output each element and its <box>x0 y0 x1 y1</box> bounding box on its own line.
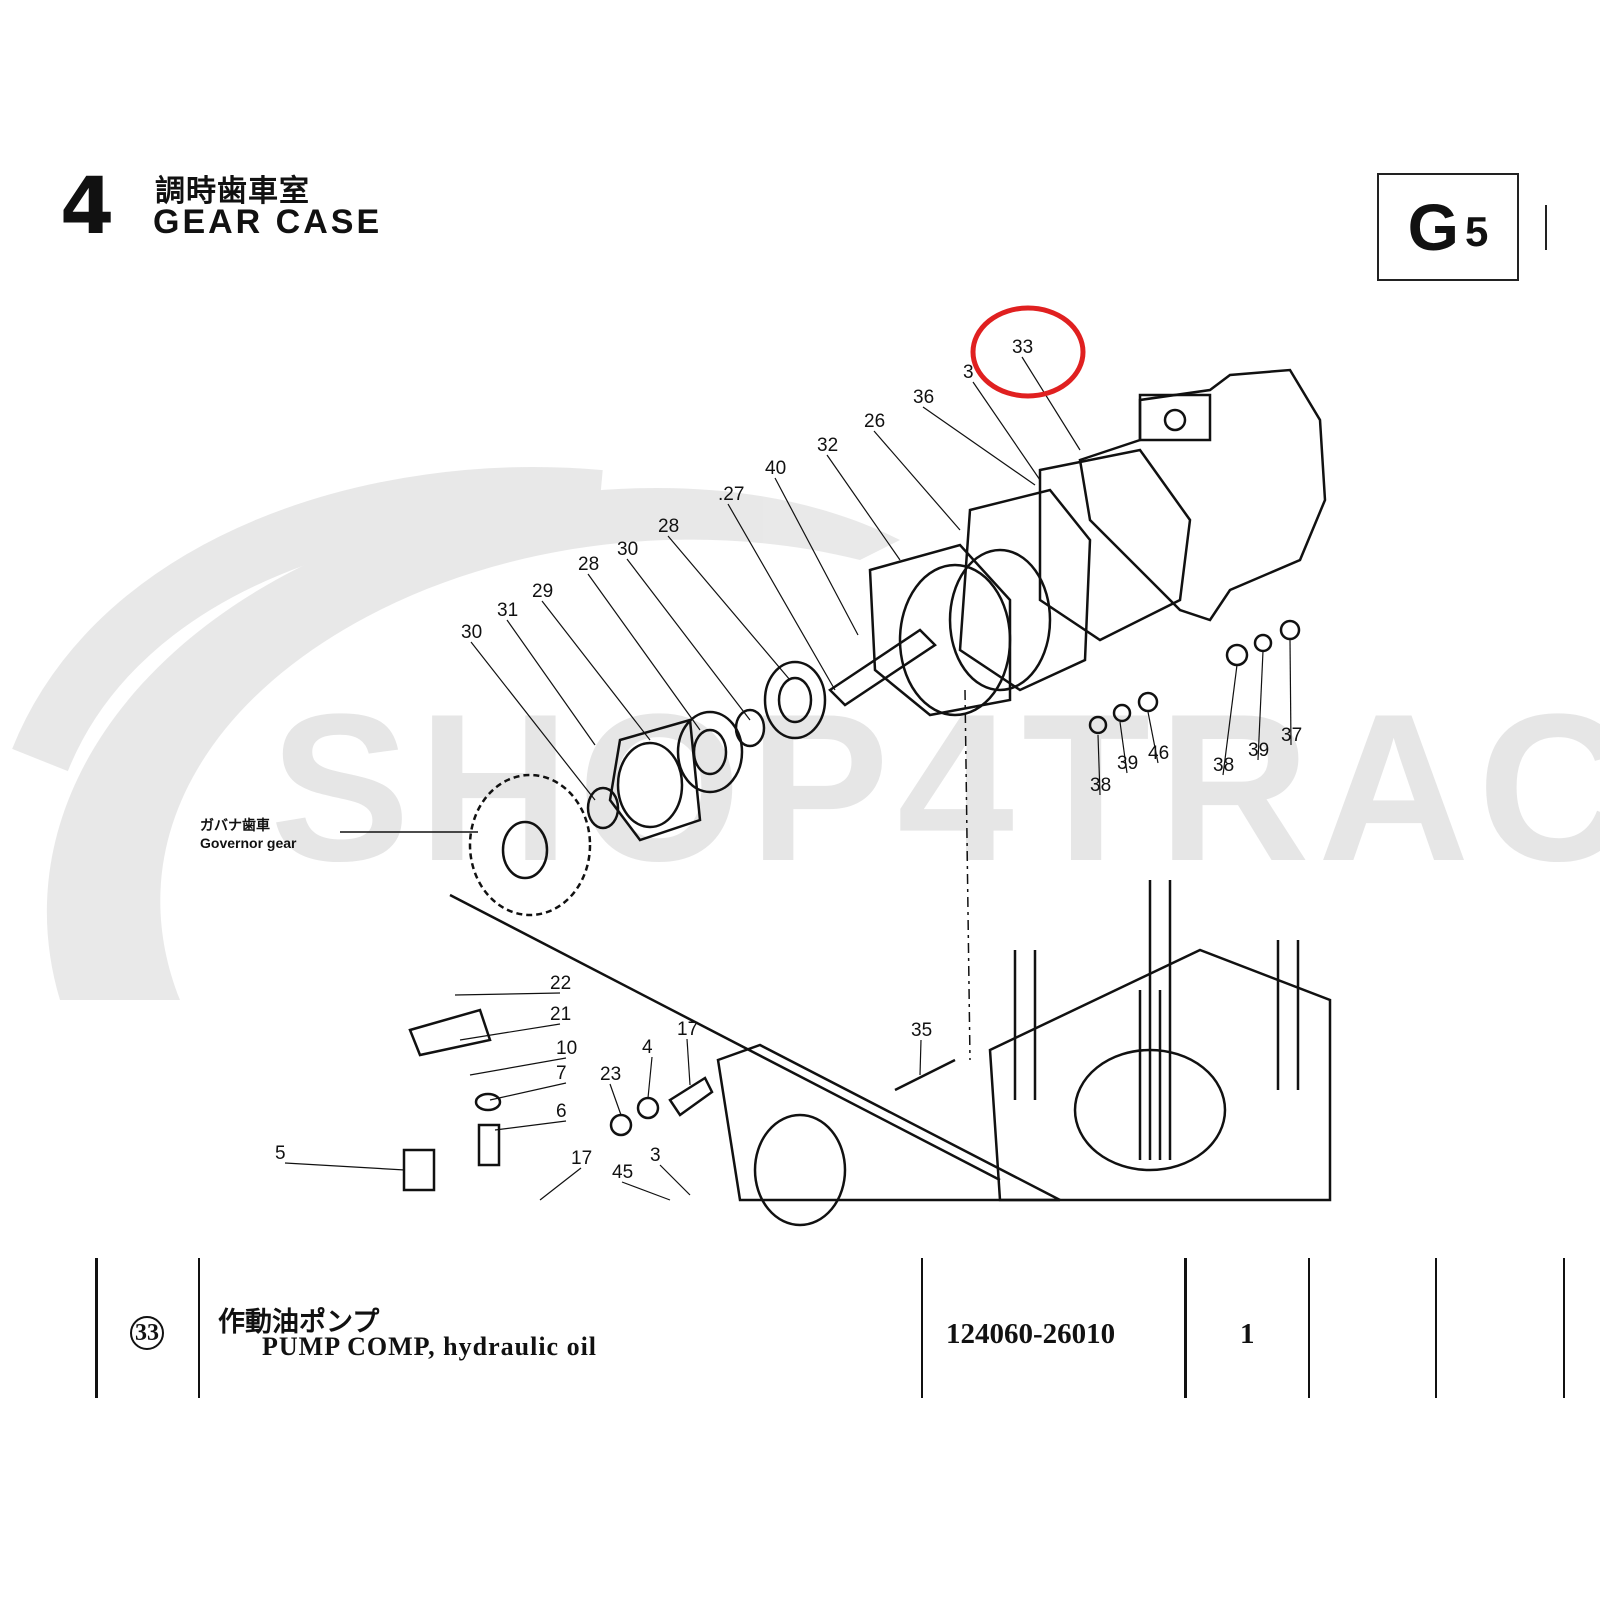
part-label-36: 36 <box>913 387 934 408</box>
leader-line <box>667 535 791 681</box>
part-label-4: 4 <box>642 1037 653 1058</box>
section-number: 4 <box>60 162 115 252</box>
part-label-5: 5 <box>275 1143 286 1164</box>
table-divider <box>1435 1258 1437 1398</box>
part-label-33: 33 <box>1012 337 1033 358</box>
part-label-32: 32 <box>817 435 838 456</box>
leader-line <box>489 1082 567 1101</box>
leader-line <box>469 1057 567 1076</box>
page-edge-mark <box>1545 205 1547 250</box>
leader-line <box>1147 711 1159 764</box>
highlight-circle <box>970 305 1086 399</box>
table-divider <box>1308 1258 1310 1398</box>
page-code-letter: G <box>1407 190 1459 264</box>
page-title: GEAR CASE <box>153 203 383 241</box>
part-number: 124060-26010 <box>946 1318 1116 1350</box>
callout-governor-gear-en: Governor gear <box>200 835 297 851</box>
leader-line <box>470 641 596 801</box>
part-label-3: 3 <box>963 362 974 383</box>
table-divider <box>198 1258 200 1398</box>
part-label-35: 35 <box>911 1020 932 1041</box>
page-code-number: 5 <box>1464 208 1489 255</box>
part-name-jp: 作動油ポンプ <box>218 1307 380 1337</box>
page-code-badge: G 5 <box>1377 173 1519 281</box>
part-label-30: 30 <box>617 539 638 560</box>
leader-line <box>873 430 961 531</box>
leader-line <box>541 600 651 741</box>
part-name: PUMP COMP, hydraulic oil <box>262 1332 598 1361</box>
leader-line <box>919 1039 922 1076</box>
leader-line <box>686 1038 691 1086</box>
part-label-38: 38 <box>1213 755 1234 776</box>
ref-number: 33 <box>130 1316 164 1350</box>
part-label-26: 26 <box>864 411 885 432</box>
part-label-46: 46 <box>1148 743 1169 764</box>
part-label-30: 30 <box>461 622 482 643</box>
leader-line <box>922 406 1036 486</box>
leader-line <box>1021 356 1081 451</box>
part-label-31: 31 <box>497 600 518 621</box>
table-divider <box>1184 1258 1187 1398</box>
watermark-logo: SHOP4TRAC <box>12 467 1600 1000</box>
part-label-39: 39 <box>1248 740 1269 761</box>
leader-line <box>609 1083 622 1116</box>
part-label-28: 28 <box>658 516 679 537</box>
part-label-39: 39 <box>1117 753 1138 774</box>
quantity: 1 <box>1240 1318 1255 1350</box>
parts-table-row <box>95 1258 1570 1398</box>
leader-line <box>459 1023 561 1041</box>
watermark-text: SHOP4TRAC <box>270 670 1600 905</box>
leader-line <box>972 381 1041 481</box>
part-label-10: 10 <box>556 1038 577 1059</box>
leader-line <box>1119 721 1128 774</box>
leader-line <box>506 619 596 746</box>
part-label-6: 6 <box>556 1101 567 1122</box>
leader-line <box>539 1167 582 1201</box>
table-divider <box>1563 1258 1565 1398</box>
part-label-27: .27 <box>718 484 744 505</box>
part-label-38: 38 <box>1090 775 1111 796</box>
part-label-17: 17 <box>677 1019 698 1040</box>
leader-line <box>621 1181 671 1201</box>
leader-line <box>626 558 751 721</box>
leader-line <box>1097 734 1101 796</box>
leader-line <box>494 1120 567 1131</box>
callout-governor-gear-jp: ガバナ歯車 <box>200 817 270 833</box>
leader-line <box>587 573 701 731</box>
part-label-45: 45 <box>612 1162 633 1183</box>
leader-line <box>284 1162 406 1171</box>
leader-line <box>727 503 836 691</box>
leader-line <box>1222 664 1238 776</box>
leader-line <box>1289 639 1292 746</box>
leader-line <box>454 992 561 996</box>
leader-line <box>826 454 901 561</box>
part-label-40: 40 <box>765 458 786 479</box>
part-label-29: 29 <box>532 581 553 602</box>
leader-line <box>659 1164 691 1196</box>
part-label-28: 28 <box>578 554 599 575</box>
part-label-21: 21 <box>550 1004 571 1025</box>
leader-lines <box>284 356 1292 1201</box>
table-divider <box>921 1258 923 1398</box>
table-divider <box>95 1258 98 1398</box>
pump-assembly-drawing <box>402 368 1332 1227</box>
part-label-7: 7 <box>556 1063 567 1084</box>
leader-line <box>774 477 859 636</box>
leader-line <box>1257 650 1264 761</box>
leader-line <box>647 1056 653 1099</box>
part-label-22: 22 <box>550 973 571 994</box>
part-label-3: 3 <box>650 1145 661 1166</box>
part-label-23: 23 <box>600 1064 621 1085</box>
part-label-17: 17 <box>571 1148 592 1169</box>
page-title-jp: 調時歯車室 <box>155 175 310 208</box>
part-label-37: 37 <box>1281 725 1302 746</box>
